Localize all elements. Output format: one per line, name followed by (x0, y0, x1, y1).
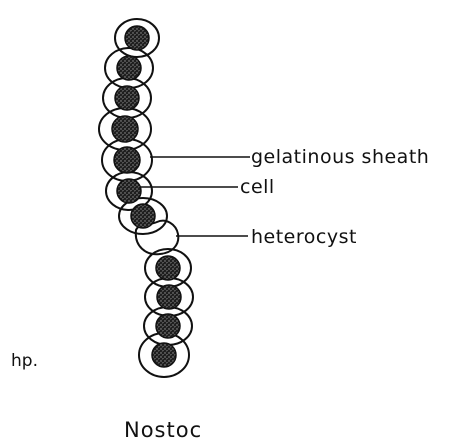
sheath-outline (118, 197, 168, 235)
figure-title: Nostoc (124, 418, 202, 442)
cell (116, 55, 142, 81)
label-cell: cell (240, 176, 275, 198)
sheath-outline (114, 18, 160, 58)
leader-lines (140, 156, 250, 237)
label-gelatinous-sheath: gelatinous sheath (251, 146, 429, 168)
cell (116, 178, 142, 204)
cell (113, 146, 141, 174)
cell-bodies (111, 25, 182, 368)
label-heterocyst: heterocyst (251, 226, 357, 248)
cell (111, 115, 139, 143)
cell (124, 25, 150, 51)
cell (114, 85, 140, 111)
cell (156, 284, 182, 310)
cell (130, 203, 156, 229)
cell (151, 342, 177, 368)
cell (155, 313, 181, 339)
magnification-label: hp. (11, 351, 38, 371)
cell (155, 255, 181, 281)
